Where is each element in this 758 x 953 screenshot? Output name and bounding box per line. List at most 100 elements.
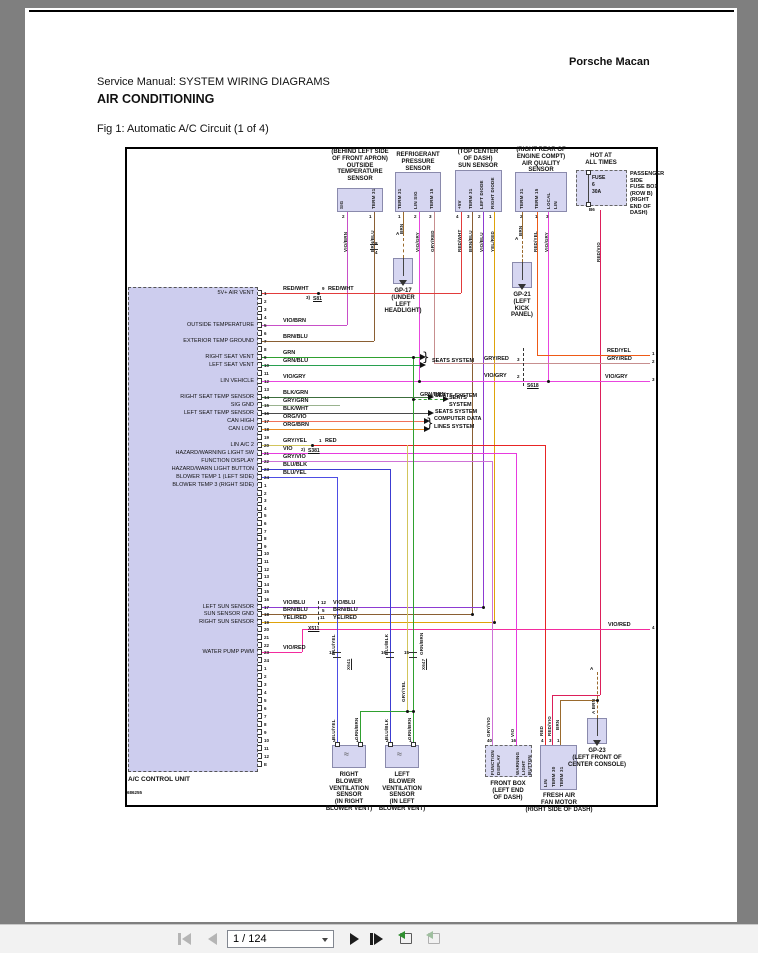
previous-page-button[interactable]: [204, 932, 224, 946]
resistor-glyph: ≈: [397, 749, 402, 759]
wire-segment: [537, 212, 538, 355]
ground-arrow-icon: [399, 280, 407, 286]
pin-number: 15: [264, 589, 270, 594]
vertical-wire-label: TERM 31: [519, 188, 524, 209]
vertical-wire-label: BUTTON: [527, 755, 532, 775]
pin-number: 9: [322, 286, 325, 291]
pin-number: 22: [264, 643, 270, 648]
component-box: [485, 745, 532, 777]
wire-segment: [262, 453, 516, 454]
pin-label: CAN HIGH: [227, 418, 254, 424]
wire-segment: [262, 293, 461, 294]
wire-label: YEL/RED: [333, 615, 357, 621]
pin-number: 5: [264, 698, 267, 703]
vertical-wire-label: GRN/BRN: [419, 632, 424, 655]
vertical-wire-label: GRY/RED: [430, 230, 435, 252]
wire-segment: [588, 174, 589, 202]
wire-segment: [360, 711, 413, 712]
wire-segment: [552, 695, 553, 745]
page-number-combobox[interactable]: 1 / 124: [227, 930, 334, 948]
control-unit-box: [128, 287, 258, 772]
wire-segment: [472, 212, 473, 614]
pin-number: 1: [356, 738, 359, 743]
pin-number: 3: [546, 214, 549, 219]
vertical-wire-label: VIO: [510, 728, 515, 737]
pin-number: 23: [264, 467, 270, 472]
pin-label: RIGHT SEAT VENT: [205, 354, 254, 360]
pin-number: 13: [264, 574, 270, 579]
pin-number: 24: [264, 658, 270, 663]
pin-number: 4: [652, 625, 655, 630]
pin-bracket: [258, 322, 262, 328]
vertical-wire-label: DISPLAY: [496, 754, 501, 776]
next-page-icon: [350, 933, 359, 945]
pin-number: 3: [264, 498, 267, 503]
vertical-wire-label: A BRN: [591, 698, 596, 714]
wire-label: VIO/GRY: [283, 374, 306, 380]
junction-dot: [595, 698, 599, 702]
pin-label: FUNCTION DISPLAY: [201, 458, 254, 464]
pin-number: 23: [264, 650, 270, 655]
ground-arrow-icon: [593, 740, 601, 746]
wire-label: GRN: [283, 350, 296, 356]
pin-bracket: [258, 306, 262, 312]
wire-label: RED/WHT: [283, 286, 309, 292]
wire-segment: [262, 469, 390, 470]
pin-bracket: [258, 761, 262, 767]
next-page-button[interactable]: [346, 932, 366, 946]
pin-number: 2): [301, 447, 306, 452]
pin-number: 11: [264, 559, 269, 564]
connector-code: X641: [346, 658, 351, 670]
first-page-button[interactable]: [178, 932, 198, 946]
pin-number: 4: [375, 250, 378, 255]
wire-label: BRN/BLU: [283, 334, 308, 340]
pin-number: 2: [342, 214, 345, 219]
pin-number: 19: [264, 435, 270, 440]
pin-number: 3: [429, 214, 432, 219]
pin-label: RIGHT SEAT TEMP SENSOR: [180, 394, 254, 400]
wire-segment: [337, 477, 338, 745]
previous-view-button[interactable]: [398, 931, 415, 946]
wire-label: RED/WHT: [328, 286, 354, 292]
pin-bracket: [258, 410, 262, 416]
vertical-wire-label: TERM 30: [551, 766, 556, 787]
pin-number: 20: [264, 443, 270, 448]
wire-label: BRN/BLU: [283, 607, 308, 613]
vertical-wire-label: LEFT DIODE: [479, 180, 484, 209]
pin-label: LEFT SUN SENSOR: [202, 604, 254, 610]
junction-dot: [405, 709, 409, 713]
junction-dot: [492, 620, 496, 624]
vertical-wire-label: WARNING: [515, 751, 520, 775]
pin-bracket: [258, 490, 262, 496]
component-caption: (TOP CENTER OF DASH) SUN SENSOR: [457, 149, 499, 169]
component-caption: PASSENGER SIDE FUSE BOX (ROW B) (RIGHT E…: [630, 171, 665, 216]
pin-number: 7: [264, 714, 267, 719]
doc-number: 686255: [127, 790, 143, 795]
component-caption: GP-17 (UNDER LEFT HEADLIGHT): [384, 288, 422, 315]
vertical-wire-label: BLU/BLK: [384, 718, 389, 740]
next-view-button[interactable]: [426, 931, 443, 946]
pin-bracket: [258, 626, 262, 632]
pin-label: LEFT SEAT TEMP SENSOR: [183, 410, 254, 416]
pin-number: 14: [264, 395, 270, 400]
wire-segment: [262, 325, 347, 326]
pin-label: LEFT SEAT VENT: [209, 362, 254, 368]
wire-label: BRN/BLU: [333, 607, 358, 613]
previous-page-icon: [208, 933, 217, 945]
connector-square: [358, 742, 363, 747]
pin-bracket: [258, 713, 262, 719]
junction-dot: [411, 709, 415, 713]
pin-label: BLOWER TEMP 3 (RIGHT SIDE): [172, 482, 254, 488]
pin-bracket: [258, 753, 262, 759]
wire-segment: [483, 212, 484, 607]
last-page-button[interactable]: [368, 932, 388, 946]
wire-segment: [403, 212, 404, 236]
wire-segment: [312, 445, 545, 446]
wire-segment: [262, 341, 374, 342]
brace: }: [426, 416, 434, 430]
pin-number: 6: [264, 521, 267, 526]
junction-dot: [417, 379, 421, 383]
junction-dot: [411, 397, 415, 401]
inline-connector-icon: [409, 652, 417, 658]
